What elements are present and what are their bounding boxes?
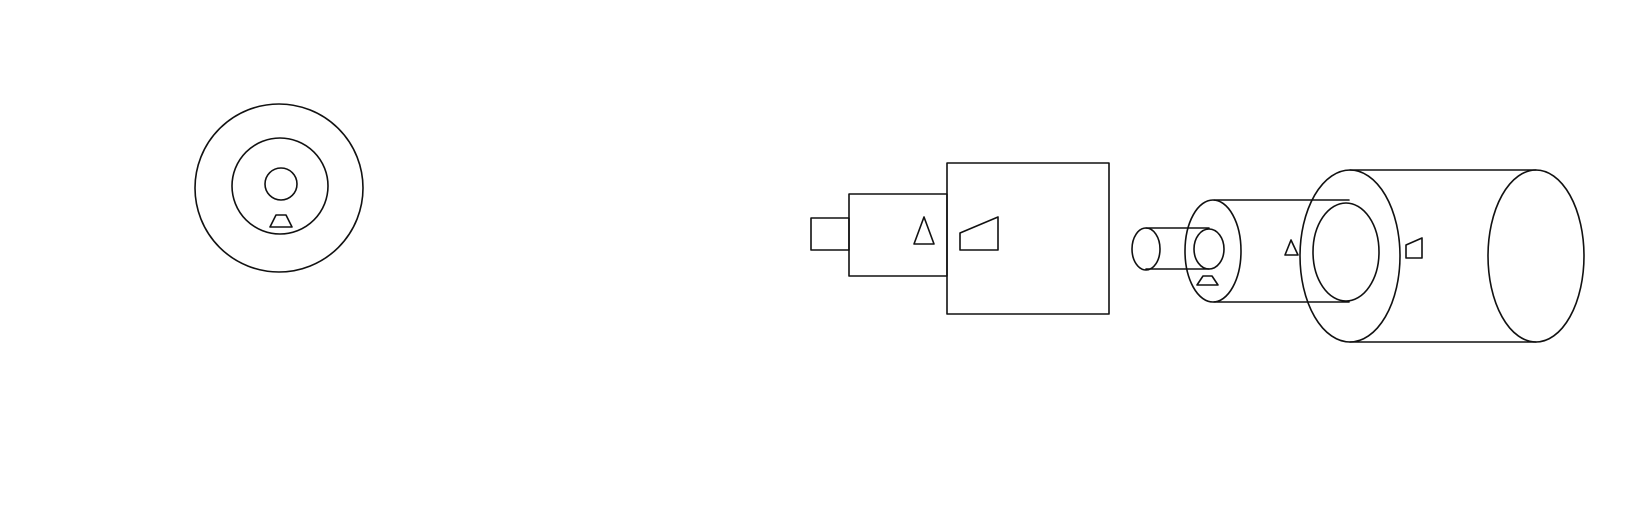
center-hole <box>264 167 298 201</box>
large-cylinder-bore <box>1312 202 1380 302</box>
middle-step <box>848 193 948 277</box>
small-shaft <box>810 217 850 251</box>
outer-ring <box>194 103 364 273</box>
triangle-mark <box>1284 239 1299 256</box>
trapezoid-key <box>269 214 293 228</box>
isometric-view <box>1131 169 1585 343</box>
large-cylinder-front-face <box>1299 169 1401 343</box>
small-cylinder <box>1131 227 1210 271</box>
slanted-mark <box>1405 237 1423 259</box>
large-cylinder-back-edge <box>1487 169 1537 343</box>
large-body <box>946 162 1110 315</box>
front-view <box>194 103 364 273</box>
middle-ring <box>231 137 329 235</box>
large-cylinder-body <box>1349 169 1585 343</box>
small-cylinder-front-face <box>1131 227 1161 271</box>
trapezoid-mark <box>1196 275 1219 286</box>
slanted-mark <box>959 216 999 251</box>
side-view <box>810 162 1110 315</box>
middle-cylinder-bore <box>1193 228 1225 270</box>
middle-cylinder-front-face <box>1184 199 1242 303</box>
triangle-mark <box>913 216 935 245</box>
large-cylinder <box>1299 169 1585 343</box>
